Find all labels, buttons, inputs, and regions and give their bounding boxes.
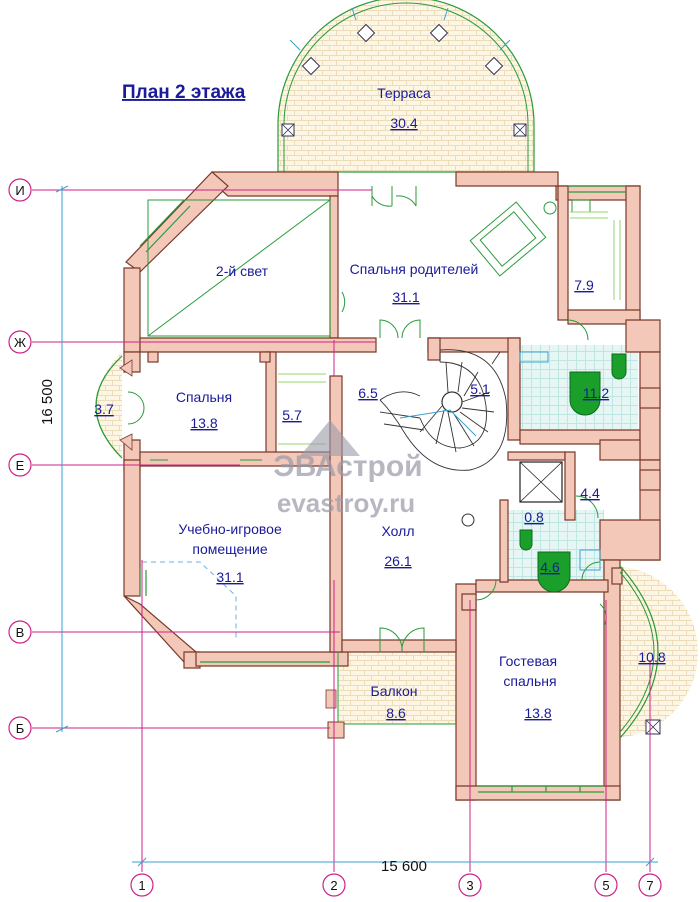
room-area: 4.4: [580, 485, 600, 501]
room-name-line: спальня: [503, 673, 556, 689]
room-area: 7.9: [574, 277, 594, 293]
room-name: Спальня: [176, 389, 232, 405]
terrace-column: [429, 23, 449, 43]
bay-window-108: [619, 565, 661, 739]
walls: [123, 171, 661, 801]
room-area: 0.8: [524, 509, 544, 525]
spiral-staircase: [379, 349, 508, 471]
bed: [469, 199, 591, 277]
axis-label: 3: [466, 878, 473, 893]
axis-bubble-col: 7: [638, 873, 662, 897]
balcony-rail: [325, 652, 456, 739]
axis-label: В: [16, 625, 25, 640]
room-area: 11.2: [583, 385, 609, 401]
room-name: Спальня родителей: [350, 261, 479, 277]
axis-bubble-col: 5: [594, 873, 618, 897]
axis-label: И: [15, 183, 24, 198]
axis-label: 2: [330, 878, 337, 893]
room-area: 6.5: [358, 385, 378, 401]
terrace-column: [281, 123, 295, 137]
second-light-void: [147, 199, 331, 337]
room-name: Терраса: [377, 85, 431, 101]
axis-label: Б: [16, 721, 25, 736]
axis-label: 5: [602, 878, 609, 893]
room-area: 3.7: [94, 401, 114, 417]
axis-bubble-row: Б: [8, 716, 32, 740]
room-area: 5.7: [282, 407, 302, 423]
axis-bubble-row: Е: [8, 453, 32, 477]
axis-bubble-row: В: [8, 620, 32, 644]
axis-bubble-col: 1: [130, 873, 154, 897]
terrace-column: [301, 56, 321, 76]
overall-height-dimension: 16 500: [39, 379, 56, 425]
axis-bubble-col: 3: [458, 873, 482, 897]
axis-label: Ж: [14, 335, 26, 350]
overall-width-dimension: 15 600: [381, 858, 427, 875]
doors: [127, 186, 607, 653]
shaft: [519, 461, 563, 503]
room-area: 5.1: [470, 381, 490, 397]
terrace: [277, 0, 535, 173]
room-area: 31.1: [392, 289, 419, 305]
column-axis-bubbles: 1 2 3 5 7: [130, 873, 662, 897]
room-name-line: помещение: [192, 541, 267, 557]
watermark: ЭВАстрой evastroy.ru: [273, 420, 423, 518]
hall-column: [461, 513, 475, 527]
room-name-line: Учебно-игровое: [178, 521, 282, 537]
room-name: Балкон: [371, 683, 418, 699]
terrace-column: [356, 23, 376, 43]
axis-label: 7: [646, 878, 653, 893]
watermark-brand: ЭВАстрой: [273, 450, 422, 483]
axis-bubble-col: 2: [322, 873, 346, 897]
axis-lines: [32, 189, 651, 872]
room-area: 10.8: [638, 649, 665, 665]
room-name: Учебно-игровое помещение: [178, 521, 285, 557]
axis-label: 1: [138, 878, 145, 893]
terrace-column: [484, 56, 504, 76]
room-labels: Терраса 30.4 2-й свет Спальня родителей …: [94, 85, 666, 721]
dimension-lines: [55, 185, 658, 867]
terrace-column: [513, 123, 527, 137]
room-area: 30.4: [390, 115, 417, 131]
bathroom-fixtures: [519, 351, 627, 593]
study-bay-dashes: [142, 561, 237, 640]
axis-label: Е: [16, 458, 25, 473]
room-area: 13.8: [524, 705, 551, 721]
axis-bubble-row: Ж: [8, 330, 32, 354]
bay-column: [645, 719, 661, 735]
axis-bubble-row: И: [8, 178, 32, 202]
room-area: 26.1: [384, 553, 411, 569]
room-name-line: Гостевая: [499, 653, 557, 669]
room-name: Холл: [382, 523, 415, 539]
balcony-column: [327, 721, 345, 739]
watermark-logo-icon: [300, 420, 360, 456]
room-area: 4.6: [540, 559, 560, 575]
plan-title: План 2 этажа: [122, 82, 246, 103]
windows: [139, 185, 626, 793]
room-name: 2-й свет: [216, 263, 269, 279]
room-area: 31.1: [216, 569, 243, 585]
row-axis-bubbles: И Ж Е В Б: [8, 178, 32, 740]
room-name: Гостевая спальня: [499, 653, 561, 689]
bay-window-37: [95, 355, 133, 459]
room-area: 8.6: [386, 705, 406, 721]
room-area: 13.8: [190, 415, 217, 431]
watermark-site: evastroy.ru: [277, 488, 415, 518]
